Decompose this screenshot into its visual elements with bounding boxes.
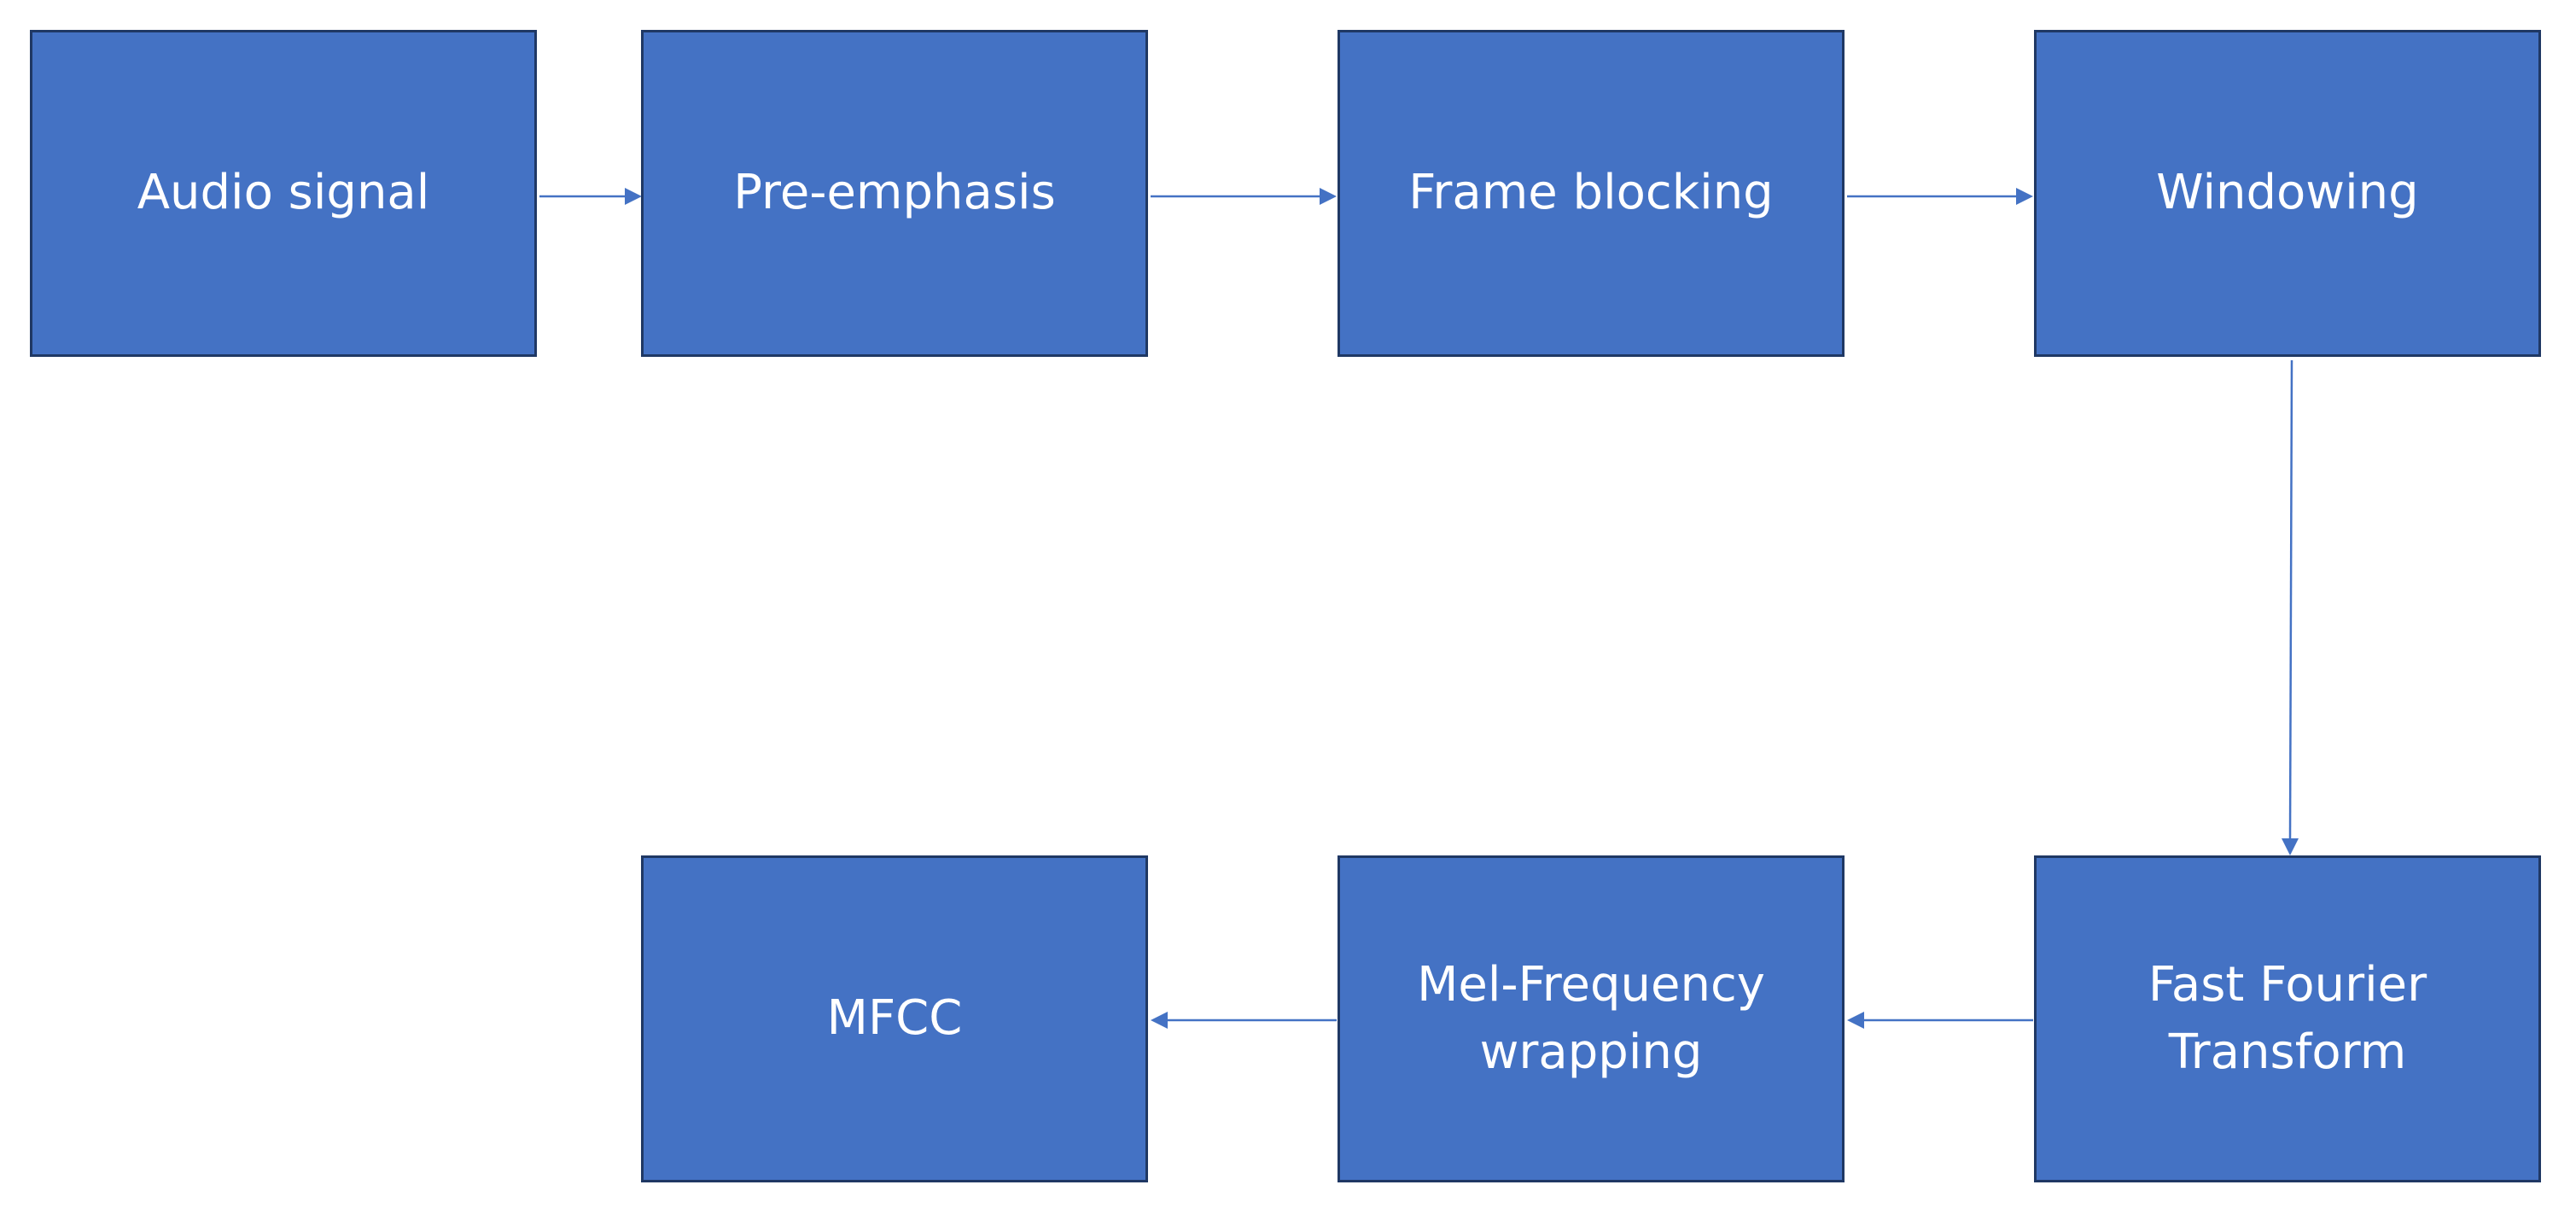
node-label: Fast Fourier Transform: [2148, 957, 2427, 1080]
node-frame-blocking: Frame blocking: [1338, 30, 1845, 357]
node-windowing: Windowing: [2034, 30, 2541, 357]
edge-preemphasis-to-frameblocking: [1151, 188, 1337, 205]
edge-windowing-to-fft: [2282, 359, 2299, 855]
node-label: Audio signal: [137, 165, 430, 221]
edge-melwrapping-to-mfcc: [1151, 1012, 1337, 1029]
node-mel-frequency-wrapping: Mel-Frequency wrapping: [1338, 855, 1845, 1182]
node-label: Pre-emphasis: [733, 165, 1056, 221]
node-label: Frame blocking: [1408, 165, 1774, 221]
edge-audio-to-preemphasis: [539, 188, 642, 205]
node-label: Mel-Frequency wrapping: [1417, 957, 1765, 1080]
node-audio-signal: Audio signal: [30, 30, 537, 357]
edge-fft-to-melwrapping: [1847, 1012, 2033, 1029]
node-label: Windowing: [2156, 165, 2419, 221]
edge-frameblocking-to-windowing: [1847, 188, 2033, 205]
node-pre-emphasis: Pre-emphasis: [641, 30, 1148, 357]
node-label: MFCC: [826, 990, 963, 1047]
node-fast-fourier-transform: Fast Fourier Transform: [2034, 855, 2541, 1182]
node-mfcc: MFCC: [641, 855, 1148, 1182]
